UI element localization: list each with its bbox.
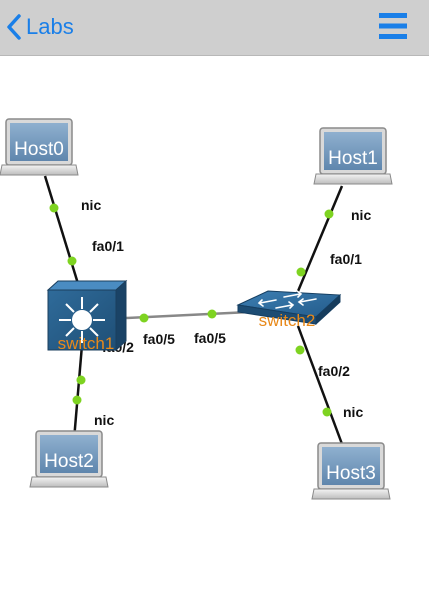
hamburger-menu-icon: [379, 13, 407, 39]
port-label-switch1-fa0-1: fa0/1: [92, 238, 124, 254]
host0-laptop[interactable]: Host0: [0, 118, 79, 176]
multilayer-switch-icon: [59, 297, 105, 343]
port-label-host1-nic: nic: [351, 207, 371, 223]
port-dot: [207, 309, 217, 319]
port-label-host2-nic: nic: [94, 412, 114, 428]
link-host1-switch2[interactable]: [294, 185, 344, 297]
chevron-left-icon: [7, 14, 21, 40]
switch1-device[interactable]: switch1: [46, 279, 128, 353]
host3-label: Host3: [326, 463, 376, 484]
port-dot: [296, 267, 306, 277]
navigation-bar: Labs: [0, 0, 429, 56]
port-label-host0-nic: nic: [81, 197, 101, 213]
link-host0-switch1[interactable]: [43, 175, 85, 301]
port-label-host3-nic: nic: [343, 404, 363, 420]
port-dot: [324, 209, 334, 219]
host1-laptop[interactable]: Host1: [313, 127, 393, 185]
port-dot: [295, 345, 305, 355]
switch2-label: switch2: [259, 311, 316, 330]
port-dot: [67, 256, 77, 266]
switch1-label: switch1: [58, 334, 115, 353]
topology-canvas[interactable]: nic fa0/1 fa0/2 nic fa0/5 fa0/5 nic fa0/…: [0, 56, 429, 600]
port-dot: [76, 375, 86, 385]
port-label-switch2-fa0-1: fa0/1: [330, 251, 362, 267]
switch-arrows-icon: [257, 290, 317, 309]
port-dot: [322, 407, 332, 417]
port-dot: [139, 313, 149, 323]
menu-button[interactable]: [379, 13, 407, 39]
port-dot: [49, 203, 59, 213]
switch2-device[interactable]: switch2: [236, 290, 342, 330]
port-label-switch1-fa0-5: fa0/5: [143, 331, 175, 347]
host3-laptop[interactable]: Host3: [311, 442, 391, 500]
port-label-switch2-fa0-2: fa0/2: [318, 363, 350, 379]
link-host2-switch1[interactable]: [72, 344, 84, 441]
port-dot: [72, 395, 82, 405]
host1-label: Host1: [328, 148, 378, 169]
link-host3-switch2[interactable]: [296, 325, 344, 445]
port-label-switch2-fa0-5: fa0/5: [194, 330, 226, 346]
topology-diagram: nic fa0/1 fa0/2 nic fa0/5 fa0/5 nic fa0/…: [0, 118, 393, 500]
host0-label: Host0: [14, 139, 64, 160]
host2-laptop[interactable]: Host2: [29, 430, 109, 488]
back-button[interactable]: Labs: [6, 8, 74, 46]
back-label: Labs: [26, 14, 74, 39]
host2-label: Host2: [44, 451, 94, 472]
